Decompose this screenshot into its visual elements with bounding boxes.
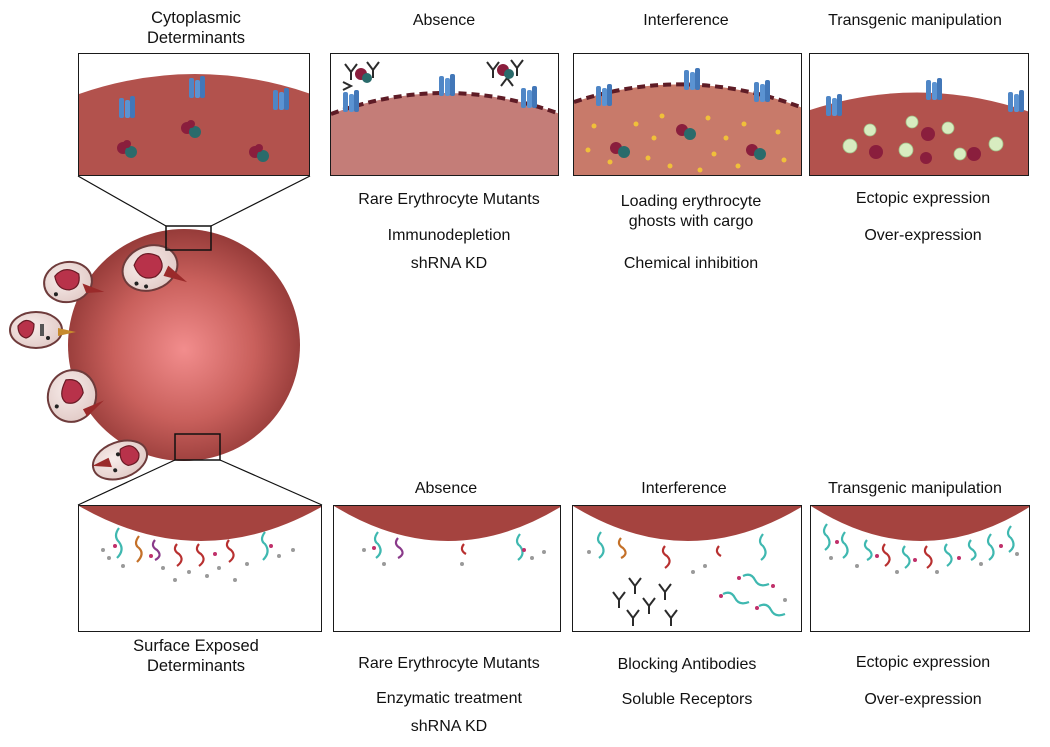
protein-complex-icon bbox=[181, 120, 201, 138]
membrane-receptor-icon bbox=[1008, 90, 1024, 112]
merozoite-icon bbox=[43, 260, 105, 304]
protein-complex-icon bbox=[746, 144, 766, 160]
panel-surface bbox=[78, 505, 322, 632]
protein-complex-icon bbox=[610, 142, 630, 158]
ectopic-protein-icon bbox=[842, 115, 1004, 161]
protein-complex-icon bbox=[869, 127, 981, 164]
heading-cytoplasmic: Cytoplasmic Determinants bbox=[146, 9, 246, 47]
panel-cytoplasmic bbox=[78, 53, 310, 176]
zoom-box-bottom bbox=[174, 433, 221, 461]
merozoite-icon bbox=[121, 244, 188, 292]
glycan-chain-icon bbox=[822, 523, 1015, 569]
membrane-receptor-icon bbox=[926, 78, 942, 100]
heading-absence-bottom: Absence bbox=[414, 480, 478, 497]
panel-transgenic-top bbox=[809, 53, 1029, 176]
protein-complex-icon bbox=[676, 124, 696, 140]
glycan-chain-icon bbox=[114, 527, 269, 567]
glycan-chain-icon bbox=[596, 531, 786, 617]
methods-absence-bottom: Rare Erythrocyte Mutants Enzymatic treat… bbox=[358, 655, 540, 735]
surface-determinants-label: Surface Exposed Determinants bbox=[133, 637, 259, 675]
glycan-branch-icon bbox=[101, 548, 295, 582]
merozoite-icon bbox=[91, 439, 149, 481]
heading-transgenic-top: Transgenic manipulation bbox=[828, 12, 1002, 29]
merozoite-icon bbox=[9, 311, 76, 349]
membrane-receptor-icon bbox=[596, 84, 612, 106]
protein-complex-icon bbox=[249, 144, 269, 162]
methods-transgenic-top: Ectopic expression Over-expression bbox=[855, 190, 991, 244]
merozoite-icon bbox=[46, 369, 104, 423]
panel-absence-top bbox=[330, 53, 559, 176]
membrane-receptor-icon bbox=[343, 90, 359, 112]
panel-interference-top bbox=[573, 53, 802, 176]
heading-transgenic-bottom: Transgenic manipulation bbox=[828, 480, 1002, 497]
heading-absence-top: Absence bbox=[412, 12, 476, 29]
glycan-chain-icon bbox=[373, 531, 524, 561]
panel-interference-bottom bbox=[572, 505, 802, 632]
methods-transgenic-bottom: Ectopic expression Over-expression bbox=[855, 654, 991, 708]
panel-absence-bottom bbox=[333, 505, 561, 632]
erythrocyte-icon bbox=[68, 229, 300, 461]
membrane-receptor-icon bbox=[119, 96, 135, 118]
antibody-cluster-icon bbox=[486, 59, 524, 87]
membrane-receptor-icon bbox=[754, 80, 770, 102]
protein-complex-icon bbox=[117, 140, 137, 158]
membrane-receptor-icon bbox=[273, 88, 289, 110]
methods-absence-top: Rare Erythrocyte Mutants Immunodepletion… bbox=[358, 191, 540, 272]
membrane-receptor-icon bbox=[826, 94, 842, 116]
membrane-receptor-icon bbox=[189, 76, 205, 98]
heading-interference-bottom: Interference bbox=[641, 480, 727, 497]
membrane-receptor-icon bbox=[439, 74, 455, 96]
panel-transgenic-bottom bbox=[810, 505, 1030, 632]
cargo-particle-icon bbox=[585, 113, 787, 173]
antibody-cluster-icon bbox=[342, 61, 380, 91]
zoom-box-top bbox=[165, 225, 212, 251]
methods-interference-top: Loading erythrocyte ghosts with cargo Ch… bbox=[620, 193, 762, 272]
membrane-receptor-icon bbox=[684, 68, 700, 90]
membrane-receptor-icon bbox=[521, 86, 537, 108]
methods-interference-bottom: Blocking Antibodies Soluble Receptors bbox=[617, 656, 757, 708]
heading-interference-top: Interference bbox=[643, 12, 729, 29]
antibody-icon bbox=[612, 577, 678, 626]
